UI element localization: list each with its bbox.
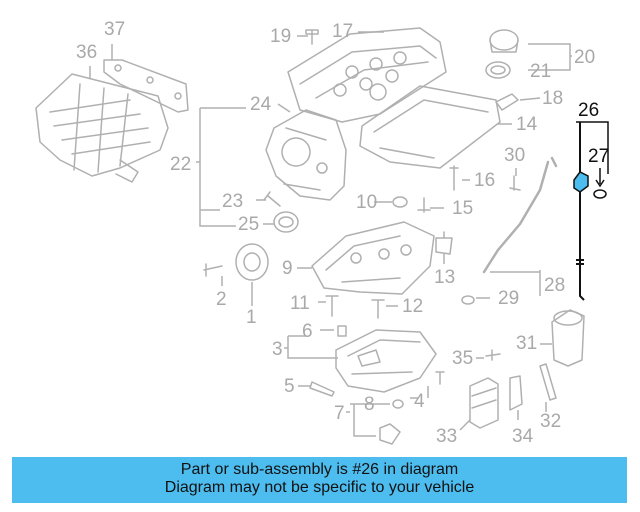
- callout-13: 13: [434, 267, 456, 288]
- plug-7-part: [379, 423, 401, 445]
- seal-25-part: [273, 211, 299, 233]
- callout-18: 18: [542, 88, 564, 109]
- oil-cooler-part: [469, 377, 499, 429]
- callout-7: 7: [334, 403, 345, 424]
- callout-5: 5: [284, 376, 295, 397]
- bolt-15-part: [417, 197, 431, 213]
- banner-line-part-info: Part or sub-assembly is #26 in diagram: [180, 461, 459, 478]
- callout-20: 20: [574, 47, 596, 68]
- callout-17: 17: [332, 21, 354, 42]
- bolt-11-part: [325, 295, 339, 317]
- callout-24: 24: [250, 94, 272, 115]
- callout-11: 11: [290, 293, 310, 314]
- callout-14: 14: [516, 114, 538, 135]
- callout-25: 25: [238, 214, 260, 235]
- bolt-4-part: [435, 371, 445, 385]
- plug-6-part: [337, 325, 347, 337]
- callout-28: 28: [544, 275, 566, 296]
- bolt-35-part: [485, 349, 501, 361]
- callout-32: 32: [540, 411, 562, 432]
- callout-1: 1: [246, 307, 257, 328]
- sensor-18-part: [495, 93, 519, 111]
- callout-34: 34: [512, 426, 534, 447]
- bolt-12-part: [371, 299, 385, 319]
- dipstick-tube-part: [482, 156, 558, 274]
- washer-10-part: [392, 196, 408, 208]
- callout-29: 29: [498, 288, 520, 309]
- callout-15: 15: [452, 198, 474, 219]
- callout-22: 22: [170, 154, 192, 175]
- oil-filler-cap-part: [485, 29, 519, 79]
- callout-9: 9: [282, 258, 293, 279]
- info-banner: Part or sub-assembly is #26 in diagram D…: [12, 457, 627, 503]
- manifold-gasket-part: [103, 59, 189, 113]
- callout-21: 21: [530, 61, 552, 82]
- callout-4: 4: [414, 391, 425, 412]
- callout-19: 19: [270, 26, 292, 47]
- intake-manifold-part: [35, 73, 169, 183]
- timing-cover-part: [265, 109, 347, 201]
- oil-pan-part: [335, 329, 437, 393]
- callout-31: 31: [516, 333, 538, 354]
- callout-3: 3: [272, 339, 283, 360]
- o-ring-27-part: [593, 189, 607, 199]
- callout-37: 37: [104, 19, 126, 40]
- callout-16: 16: [474, 170, 496, 191]
- callout-26: 26: [578, 100, 600, 121]
- upper-cover-part: [359, 85, 501, 169]
- pulley-part: [235, 243, 269, 281]
- callout-12: 12: [402, 296, 424, 317]
- callout-30: 30: [504, 145, 526, 166]
- banner-line-disclaimer: Diagram may not be specific to your vehi…: [164, 479, 475, 496]
- callout-23: 23: [222, 191, 244, 212]
- callout-27-arrow: [595, 168, 605, 188]
- callout-2: 2: [216, 289, 227, 310]
- callout-8: 8: [364, 394, 375, 415]
- callout-33: 33: [436, 426, 458, 447]
- callout-27: 27: [588, 146, 610, 167]
- sensor-13-part: [435, 231, 453, 255]
- callout-36: 36: [76, 42, 98, 63]
- callout-6: 6: [302, 321, 313, 342]
- gasket-34-part: [509, 375, 523, 411]
- valve-cover-part: [287, 27, 447, 123]
- stud-16-part: [449, 165, 459, 191]
- bolt-2-part: [203, 263, 223, 277]
- callout-10: 10: [356, 192, 378, 213]
- bolt-23-part: [263, 191, 281, 207]
- dipstick-26-highlighted-part: [576, 121, 609, 301]
- parts-diagram: [35, 27, 609, 445]
- lower-case-part: [311, 221, 435, 295]
- bolt-19-part: [305, 29, 319, 45]
- callout-35: 35: [452, 348, 474, 369]
- dipstick-handle-highlight: [573, 171, 589, 193]
- sensor-5-part: [309, 381, 335, 397]
- bolt-30-part: [509, 175, 521, 191]
- oil-filter-part: [551, 309, 585, 367]
- sensor-32-part: [539, 363, 557, 401]
